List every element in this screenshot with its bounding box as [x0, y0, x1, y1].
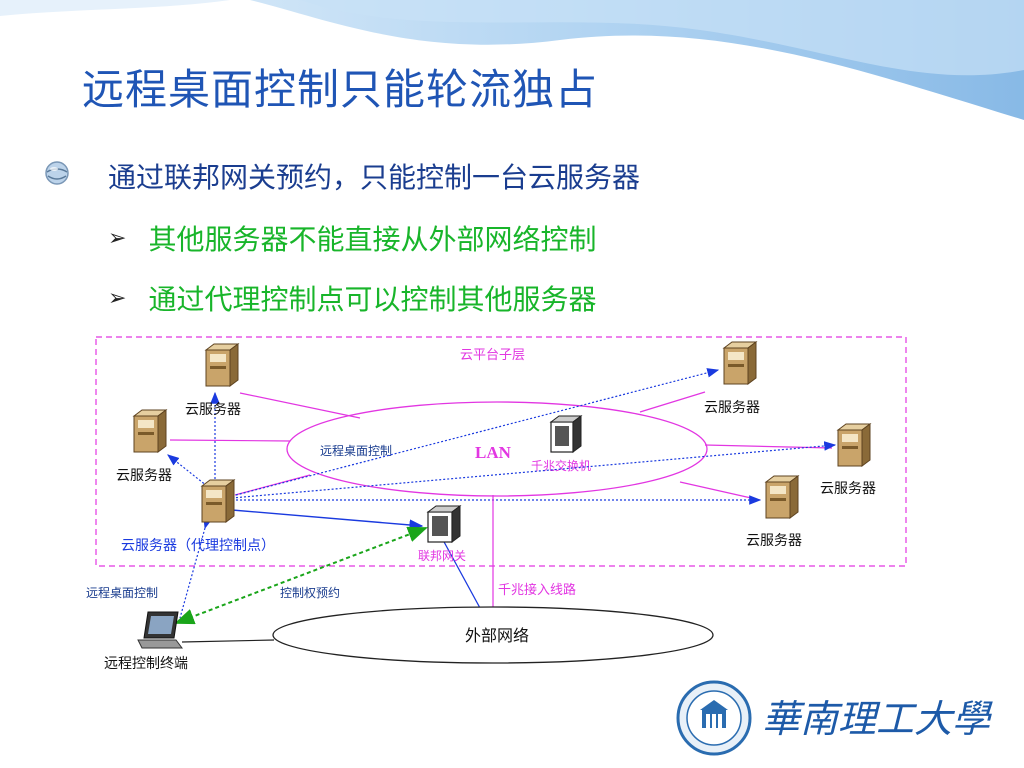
cloud-layer-box — [95, 336, 907, 567]
server-label: 云服务器 — [185, 402, 241, 418]
lan-ellipse — [286, 401, 708, 497]
layer-label: 云平台子层 — [460, 348, 525, 363]
reservation-link — [174, 526, 428, 625]
university-name: 華南理工大學 — [762, 697, 993, 741]
arrow-bullet-icon: ➢ — [108, 285, 127, 311]
remote-desktop-label: 远程桌面控制 — [320, 443, 392, 458]
sub-item-text: 其他服务器不能直接从外部网络控制 — [148, 223, 597, 256]
terminal-label: 远程控制终端 — [104, 656, 188, 672]
globe-bullet-icon — [45, 161, 69, 185]
server-label: 云服务器 — [116, 468, 172, 484]
sub-item-text: 通过代理控制点可以控制其他服务器 — [148, 283, 597, 316]
server-icon — [205, 343, 239, 387]
external-network-label: 外部网络 — [465, 626, 529, 645]
server-label: 云服务器 — [704, 400, 760, 416]
reservation-label: 控制权预约 — [280, 585, 340, 600]
external-network-ellipse — [272, 606, 714, 664]
server-label: 云服务器 — [746, 533, 802, 549]
gateway-device-icon — [426, 505, 462, 543]
uplink-label: 千兆接入线路 — [498, 582, 576, 598]
server-icon — [133, 409, 167, 453]
proxy-server-label: 云服务器（代理控制点） — [121, 538, 275, 554]
server-icon — [765, 475, 799, 519]
sub-item: ➢ 其他服务器不能直接从外部网络控制 — [108, 218, 596, 258]
laptop-icon — [137, 611, 183, 649]
server-icon — [837, 423, 871, 467]
arrow-bullet-icon: ➢ — [108, 225, 127, 251]
proxy-server-icon — [201, 479, 235, 523]
proxy-gateway-link — [231, 509, 424, 531]
server-icon — [723, 341, 757, 385]
lan-label: LAN — [475, 443, 512, 462]
bullet-text: 通过联邦网关预约，只能控制一台云服务器 — [108, 161, 641, 194]
remote-desktop-left-label: 远程桌面控制 — [86, 585, 158, 600]
university-logo: 華南理工大學 — [676, 680, 993, 756]
switch-label: 千兆交换机 — [531, 458, 591, 473]
sub-item: ➢ 通过代理控制点可以控制其他服务器 — [108, 278, 596, 318]
server-label: 云服务器 — [820, 481, 876, 497]
slide-title: 远程桌面控制只能轮流独占 — [82, 65, 599, 114]
switch-device-icon — [549, 415, 583, 453]
gateway-label: 联邦网关 — [418, 549, 466, 563]
